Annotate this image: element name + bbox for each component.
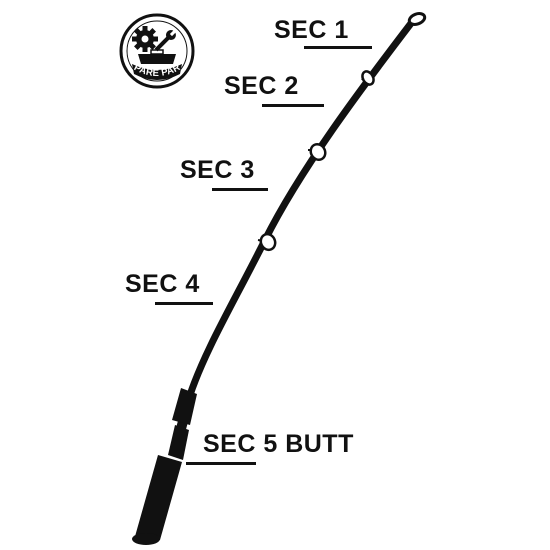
wrench-icon [154, 29, 177, 52]
rod-butt-cap [132, 533, 160, 545]
rod-guide-2 [308, 142, 327, 162]
section-label-sec2: SEC 2 [224, 72, 299, 100]
rod-fore-grip [172, 388, 197, 425]
section-label-sec3: SEC 3 [180, 156, 255, 184]
section-label-sec4: SEC 4 [125, 270, 200, 298]
section-underline-sec4 [155, 302, 213, 305]
section-underline-sec1 [304, 46, 372, 49]
badge-inner-ring [126, 20, 188, 82]
section-label-sec5: SEC 5 BUTT [203, 430, 354, 458]
gear-icon [132, 26, 158, 52]
toolbox-icon [138, 49, 176, 64]
section-underline-sec3 [212, 188, 268, 191]
rod-reel-seat [168, 425, 189, 460]
rod-butt-grip [134, 455, 182, 543]
rod-guide-1 [361, 70, 375, 86]
section-underline-sec2 [262, 104, 324, 107]
section-label-sec1: SEC 1 [274, 16, 349, 44]
rod-guide-3 [257, 232, 277, 252]
section-underline-sec5 [186, 462, 256, 465]
badge-banner [132, 64, 182, 80]
tip-guide [407, 12, 427, 26]
spare-part-badge: SPARE PART [118, 12, 195, 89]
